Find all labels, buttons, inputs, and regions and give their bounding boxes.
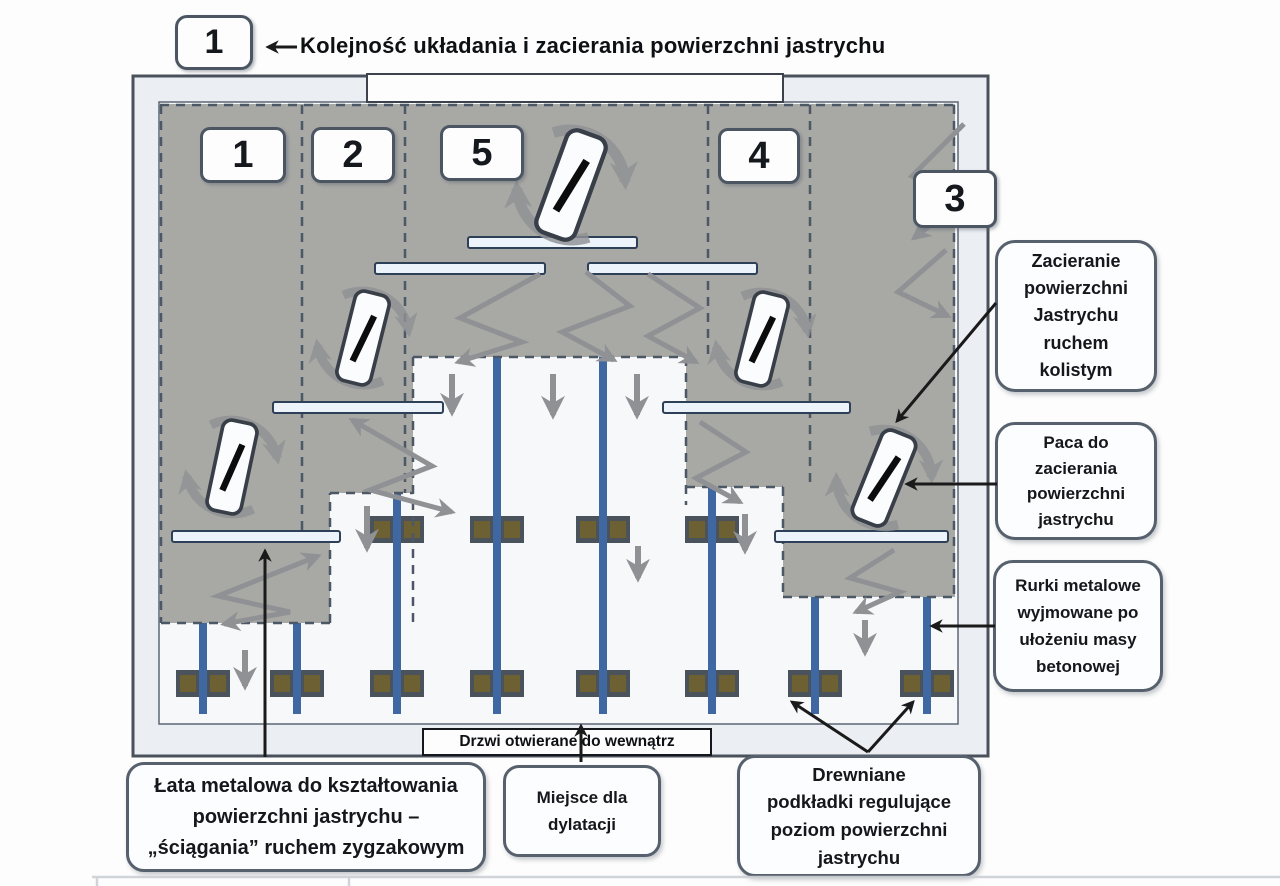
leveling-bar (587, 262, 758, 275)
callout-line: jastrychu (817, 846, 901, 868)
title-step-number: 1 (204, 23, 224, 61)
callout-line: Paca do (1043, 433, 1109, 452)
callout-line: powierzchni (1026, 484, 1126, 503)
callout-line: wyjmowane po (1017, 602, 1139, 622)
zone-badge-2: 2 (311, 127, 395, 183)
leveling-bar (374, 262, 546, 275)
zigzag-arrow-icon (454, 271, 542, 367)
callout-line: kolistym (1039, 360, 1113, 381)
callout-line: betonowej (1035, 657, 1121, 677)
zigzag-arrow-icon (348, 417, 456, 518)
zone-badge-5: 5 (440, 125, 524, 181)
zone-number: 3 (944, 177, 966, 220)
callout-line: Jastrychu (1033, 305, 1119, 326)
title-step-badge: 1 (175, 15, 253, 70)
callout-line: zacierania (1034, 458, 1118, 478)
zigzag-arrow-icon (843, 547, 908, 615)
callout-line: Rurki metalowe (1015, 575, 1141, 595)
callout-line: jastrychu (1038, 509, 1114, 529)
metal-tubes (199, 357, 931, 714)
callout-rurki: Rurki metalowe wyjmowane po ułożeniu mas… (993, 560, 1163, 692)
callout-miejsce: Miejsce dla dylatacji (503, 765, 661, 857)
callout-drewniane: Drewniane podkładki regulujące poziom po… (737, 755, 981, 877)
callout-line: ruchem (1043, 332, 1109, 353)
callout-line: powierzchni (1023, 277, 1128, 298)
leveling-bar (272, 401, 444, 414)
callout-line: ułożeniu masy (1019, 630, 1137, 649)
callout-line: powierzchni jastrychu – (192, 805, 420, 828)
zigzag-arrows (209, 122, 967, 631)
zigzag-arrow-icon (556, 270, 636, 363)
zone-badge-4: 4 (718, 128, 800, 184)
callout-line: Drewniane (812, 763, 906, 785)
zone-badge-1: 1 (200, 127, 286, 183)
zone-number: 1 (232, 133, 254, 176)
zone-badge-3: 3 (913, 170, 997, 228)
zone-number: 5 (471, 131, 493, 174)
door-label: Drzwi otwierane do wewnątrz (459, 733, 675, 750)
callout-line: Zacieranie (1031, 250, 1121, 271)
zigzag-arrow-icon (209, 552, 322, 631)
diagram-title: Kolejność układania i zacierania powierz… (300, 33, 886, 58)
callout-line: Łata metalowa do kształtowania (154, 774, 458, 797)
callout-lata: Łata metalowa do kształtowania powierzch… (126, 762, 486, 872)
zigzag-arrow-icon (690, 419, 751, 505)
callout-paca: Paca do zacierania powierzchni jastrychu (995, 422, 1157, 540)
leveling-bar (171, 530, 341, 543)
callout-line: podkładki regulujące (766, 791, 952, 813)
door-label-box: Drzwi otwierane do wewnątrz (422, 728, 712, 756)
callout-line: Miejsce dla (536, 787, 628, 807)
leveling-bar (662, 401, 851, 414)
zone-number: 2 (342, 133, 364, 176)
callout-line: dylatacji (547, 815, 617, 834)
callout-line: „ściągania” ruchem zygzakowym (147, 836, 465, 859)
zone-number: 4 (748, 134, 770, 177)
top-wall-panel (366, 73, 784, 103)
down-arrows (233, 374, 877, 691)
leveling-bars (171, 236, 949, 543)
leveling-bar (774, 530, 949, 543)
callout-zacieranie: Zacieranie powierzchni Jastrychu ruchem … (995, 240, 1157, 392)
callout-line: poziom powierzchni (770, 819, 948, 840)
zigzag-arrow-icon (642, 271, 705, 365)
